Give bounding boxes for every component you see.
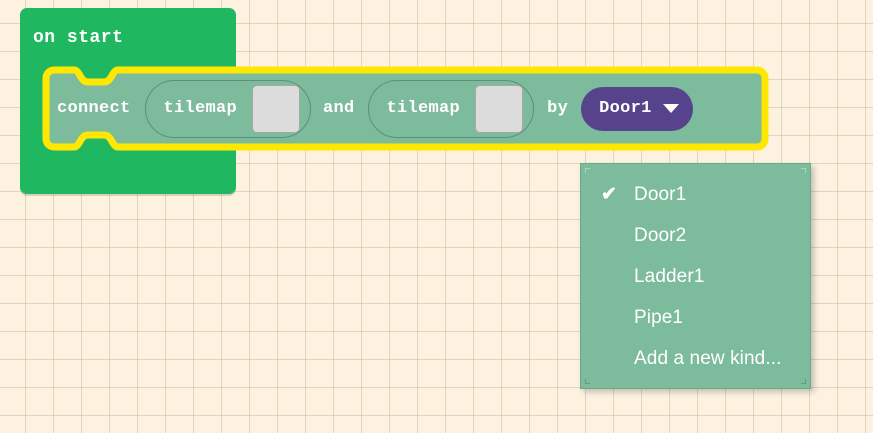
- block-connect-label: connect: [57, 99, 131, 118]
- kind-dropdown-menu[interactable]: ✔ Door1 ✔ Door2 ✔ Ladder1 ✔ Pipe1 ✔ Add …: [580, 163, 811, 389]
- block-connect[interactable]: connect tilemap and tilemap by Door1: [42, 66, 769, 151]
- tilemap-input-2-label: tilemap: [386, 99, 461, 118]
- block-connect-shape: [42, 66, 769, 151]
- block-on-start-label: on start: [33, 28, 124, 48]
- tilemap-input-1-label: tilemap: [163, 99, 238, 118]
- menu-item-door1[interactable]: ✔ Door1: [581, 174, 810, 215]
- kind-dropdown-value: Door1: [599, 99, 652, 118]
- menu-corner-marker-bottom-right: [801, 379, 806, 384]
- tilemap-input-1[interactable]: tilemap: [144, 79, 312, 138]
- menu-item-label: Pipe1: [634, 306, 684, 328]
- menu-corner-marker-top-right: [801, 168, 806, 173]
- block-connect-and-label: and: [323, 99, 355, 118]
- menu-item-label: Door1: [634, 183, 687, 205]
- chevron-down-icon: [662, 104, 679, 113]
- menu-item-door2[interactable]: ✔ Door2: [581, 215, 810, 256]
- check-icon: ✔: [601, 184, 617, 205]
- block-connect-by-label: by: [547, 99, 569, 118]
- menu-corner-marker-bottom-left: [585, 379, 590, 384]
- menu-item-label: Ladder1: [634, 265, 705, 287]
- menu-item-ladder1[interactable]: ✔ Ladder1: [581, 256, 810, 297]
- block-connect-content: connect tilemap and tilemap by Door1: [42, 66, 769, 151]
- kind-dropdown-field[interactable]: Door1: [581, 86, 693, 131]
- menu-item-pipe1[interactable]: ✔ Pipe1: [581, 297, 810, 338]
- menu-item-label: Add a new kind...: [634, 347, 782, 369]
- menu-corner-marker-top-left: [585, 168, 590, 173]
- tilemap-preview-icon-2[interactable]: [475, 84, 524, 133]
- menu-item-add-a-new-kind[interactable]: ✔ Add a new kind...: [581, 338, 810, 379]
- tilemap-preview-icon-1[interactable]: [252, 84, 301, 133]
- menu-item-label: Door2: [634, 224, 687, 246]
- tilemap-input-2[interactable]: tilemap: [367, 79, 535, 138]
